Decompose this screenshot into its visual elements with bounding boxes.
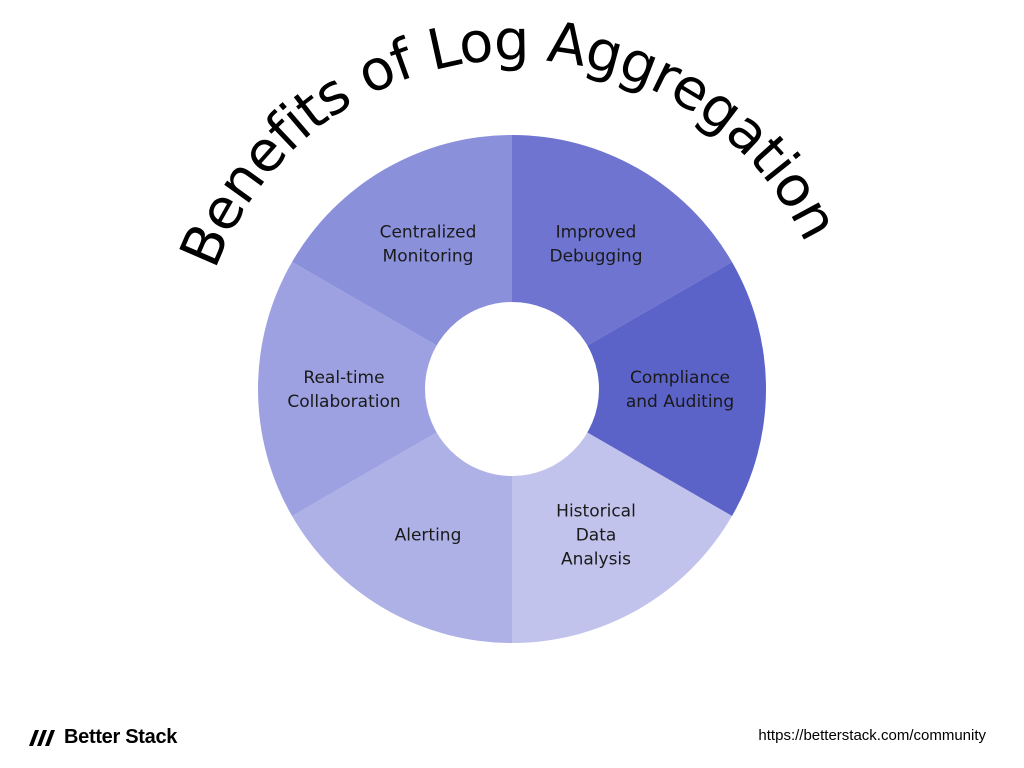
segment-2 — [512, 262, 766, 516]
brand-name: Better Stack — [64, 725, 178, 748]
segment-label-line: Improved — [556, 223, 637, 243]
segment-label-line: Compliance — [630, 368, 730, 388]
center-hole — [425, 302, 599, 476]
segment-label-line: Monitoring — [383, 247, 474, 267]
segment-label-line: Real-time — [303, 368, 384, 388]
segment-label-line: Data — [576, 525, 617, 545]
segment-label-4: Alerting — [395, 525, 462, 545]
segment-label-line: Centralized — [380, 223, 477, 243]
brand-logo[interactable]: Better Stack — [28, 724, 177, 750]
segment-label-line: Collaboration — [287, 392, 400, 412]
segment-label-2: Compliance and Auditing — [626, 368, 734, 412]
better-stack-logo-icon — [29, 730, 55, 746]
segment-label-line: Historical — [556, 501, 636, 521]
community-url[interactable]: https://betterstack.com/community — [758, 727, 986, 744]
segment-label-line: Alerting — [395, 525, 462, 545]
segment-label-line: Debugging — [550, 247, 643, 267]
segment-label-line: and Auditing — [626, 392, 734, 412]
segment-5 — [258, 262, 512, 516]
segment-label-line: Analysis — [561, 549, 631, 569]
